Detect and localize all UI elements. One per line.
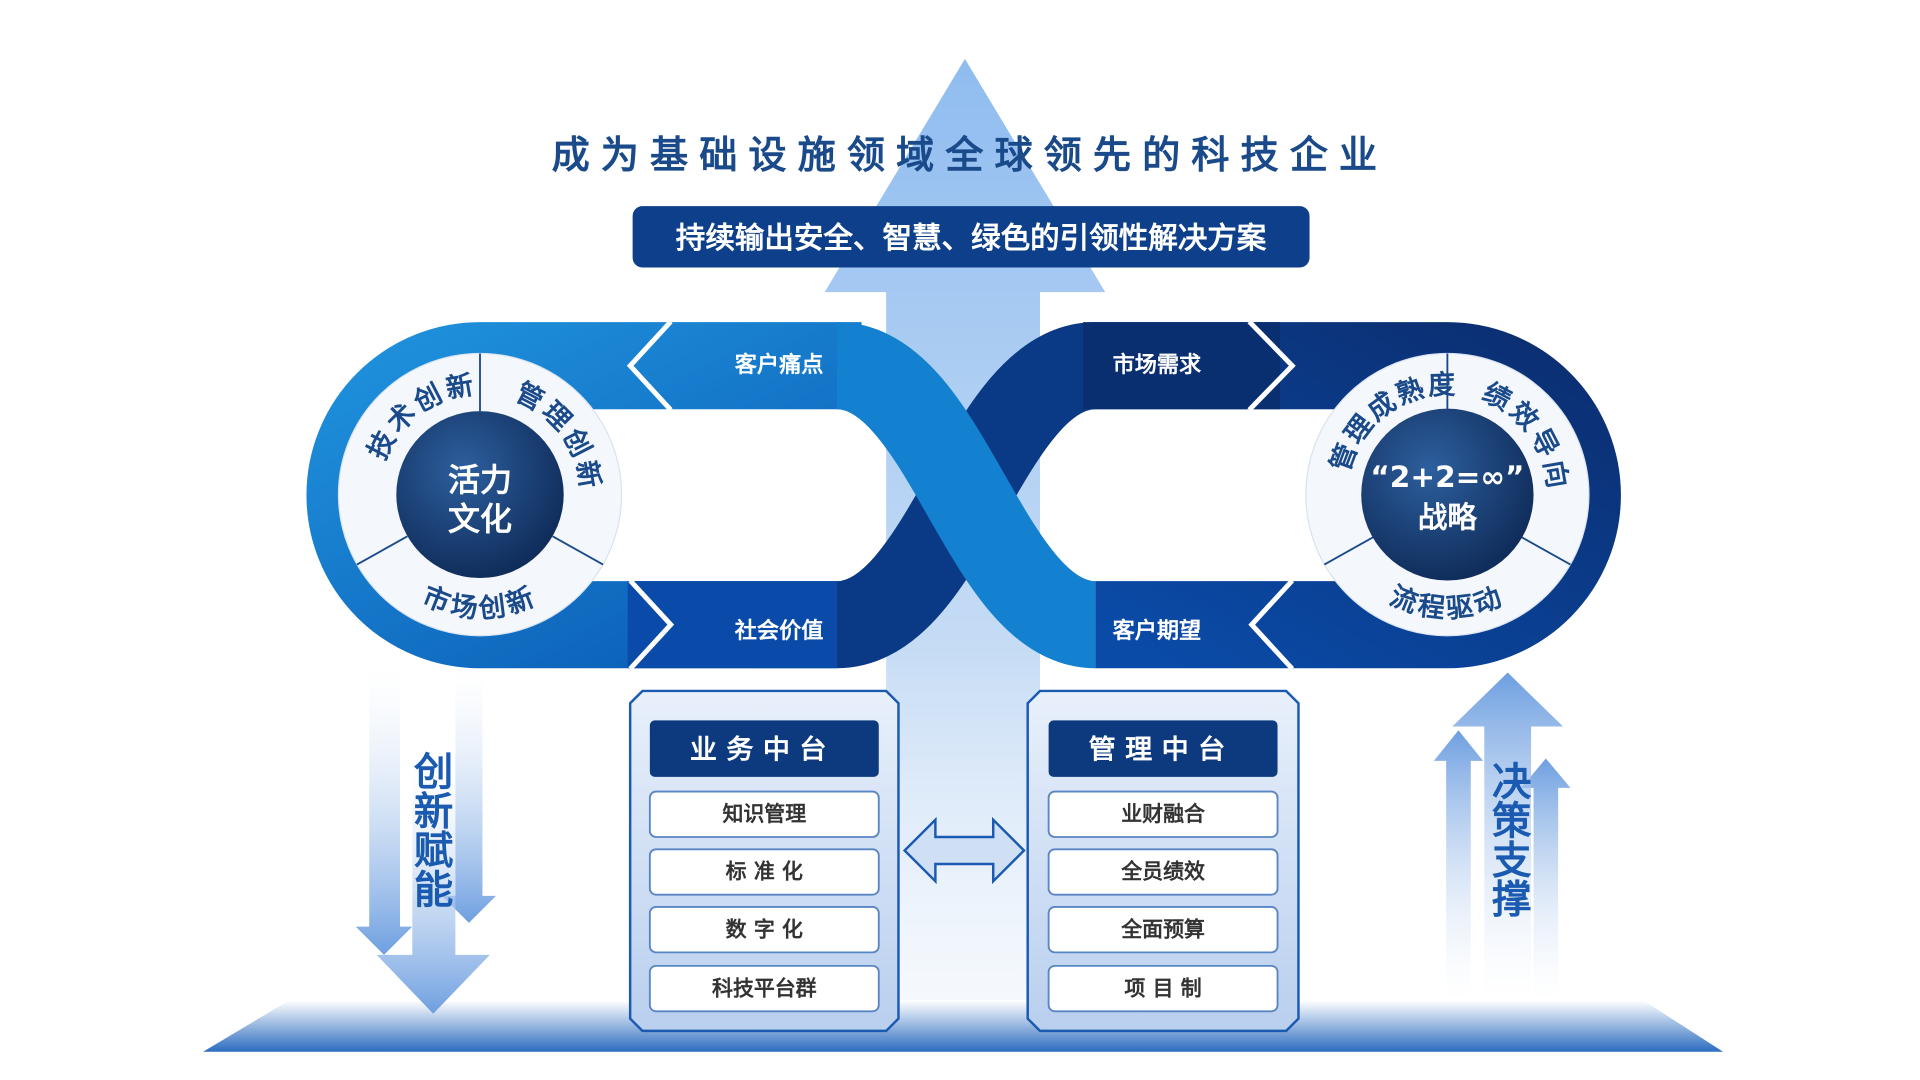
- business-platform-title: 业 务 中 台: [690, 733, 826, 765]
- management-platform-title: 管 理 中 台: [1089, 733, 1225, 765]
- business-item-knowledge: 知识管理: [722, 802, 806, 826]
- business-platform-items: [648, 790, 880, 1013]
- culture-circle: [337, 352, 623, 637]
- vision-title: 成为基础设施领域全球领先的科技企业: [552, 133, 1389, 177]
- loop-label-customer-pain: 客户痛点: [735, 352, 824, 378]
- loop-label-market-demand: 市场需求: [1113, 352, 1202, 378]
- loop-label-social-value: 社会价值: [735, 618, 824, 644]
- innovation-down-arrows: [355, 668, 496, 1014]
- bidirectional-arrow: [902, 816, 1026, 885]
- business-item-tech-platforms: 科技平台群: [712, 976, 817, 1000]
- culture-center-line1: 活力: [448, 461, 512, 499]
- business-item-digitalization: 数 字 化: [726, 917, 803, 941]
- culture-center-line2: 文化: [448, 500, 512, 538]
- management-item-project: 项 目 制: [1124, 976, 1201, 1000]
- strategy-center-line2: 战略: [1418, 501, 1478, 535]
- business-item-standardization: 标 准 化: [726, 860, 803, 884]
- management-item-budget: 全面预算: [1120, 917, 1205, 941]
- decision-up-arrows: [1433, 672, 1571, 1001]
- strategy-circle: [1305, 352, 1590, 637]
- strategy-center-line1: “2+2=∞”: [1370, 460, 1524, 494]
- base-platform: [203, 1000, 1724, 1052]
- management-platform-items: [1047, 790, 1279, 1013]
- management-item-finance: 业财融合: [1121, 802, 1205, 826]
- decision-support-label: 决策支撑: [1485, 761, 1531, 919]
- management-item-performance: 全员绩效: [1120, 860, 1205, 884]
- innovation-empowerment-label: 创新赋能: [407, 751, 453, 909]
- mission-banner: [632, 206, 1310, 268]
- loop-label-customer-expectation: 客户期望: [1113, 618, 1202, 644]
- mission-banner-text: 持续输出安全、智慧、绿色的引领性解决方案: [676, 221, 1267, 255]
